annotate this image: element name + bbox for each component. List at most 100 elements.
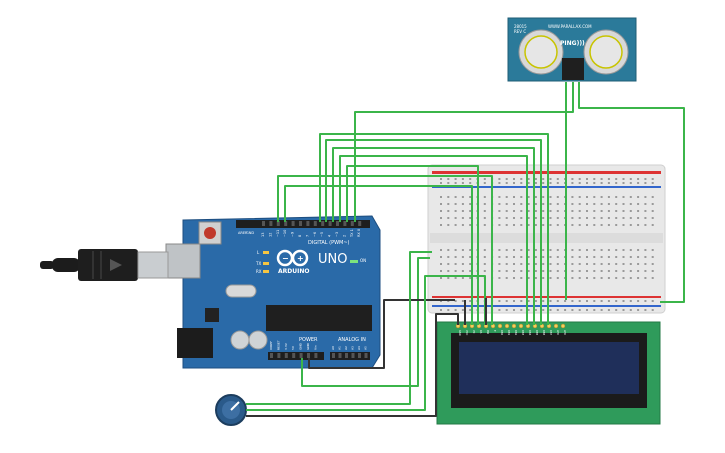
sensor-name: PING))) bbox=[560, 40, 585, 47]
gnd-label: GND bbox=[246, 231, 254, 235]
usb-chip bbox=[205, 308, 219, 322]
wire-sensor-vcc bbox=[578, 82, 685, 303]
digital-pin-label: 13 bbox=[261, 233, 265, 237]
power-pin[interactable] bbox=[314, 353, 318, 358]
lcd-pin[interactable] bbox=[504, 323, 510, 329]
digital-pin[interactable] bbox=[262, 221, 265, 226]
digital-pin[interactable] bbox=[276, 221, 280, 226]
analog-pin[interactable] bbox=[364, 353, 368, 358]
lcd-pin-label: DB1 bbox=[507, 330, 511, 336]
digital-pin[interactable] bbox=[358, 221, 362, 226]
lcd-pin-label: LED bbox=[556, 330, 560, 335]
power-jack bbox=[177, 328, 213, 358]
digital-pin[interactable] bbox=[328, 221, 332, 226]
lcd-pin-label: RS bbox=[479, 330, 483, 334]
analog-pin-label: A0 bbox=[331, 346, 335, 350]
digital-pin[interactable] bbox=[350, 221, 354, 226]
digital-pin[interactable] bbox=[306, 221, 310, 226]
lcd-pin-label: DB2 bbox=[514, 330, 518, 336]
lcd-pin[interactable] bbox=[560, 323, 566, 329]
lcd-pin-label: RW bbox=[486, 330, 490, 335]
lcd-pin-label: DB3 bbox=[521, 330, 525, 336]
analog-pin[interactable] bbox=[332, 353, 335, 358]
lcd-pin[interactable] bbox=[518, 323, 524, 329]
digital-pin-label: ~11 bbox=[276, 230, 280, 237]
digital-pin-label: 12 bbox=[268, 233, 272, 237]
power-pin-label: 3.3V bbox=[284, 342, 288, 350]
power-pin[interactable] bbox=[299, 353, 303, 358]
digital-header bbox=[236, 220, 370, 228]
digital-pin[interactable] bbox=[336, 221, 339, 226]
tx-label: TX bbox=[255, 261, 261, 266]
analog-label: ANALOG IN bbox=[338, 337, 366, 343]
analog-pin[interactable] bbox=[345, 353, 348, 358]
power-pin[interactable] bbox=[277, 353, 281, 358]
wires bbox=[246, 82, 685, 417]
wire-pot-gnd bbox=[246, 313, 459, 417]
digital-pin[interactable] bbox=[321, 221, 325, 226]
digital-pin-label: TX 1 bbox=[350, 229, 354, 238]
reset-button-cap[interactable] bbox=[204, 227, 216, 239]
power-pin-label: IOREF bbox=[269, 341, 273, 350]
breadboard bbox=[427, 164, 666, 314]
power-label: POWER bbox=[299, 337, 318, 343]
digital-pin[interactable] bbox=[313, 221, 317, 226]
usb-cable-icon bbox=[40, 249, 169, 281]
analog-pin-label: A5 bbox=[364, 346, 368, 350]
lcd-pin[interactable] bbox=[497, 323, 503, 329]
analog-pin[interactable] bbox=[358, 353, 361, 358]
power-pin[interactable] bbox=[292, 353, 296, 358]
lcd-pin[interactable] bbox=[511, 323, 517, 329]
analog-pin[interactable] bbox=[338, 353, 342, 358]
arduino-logo-icon: − + bbox=[276, 249, 309, 267]
wire-d3 bbox=[346, 165, 479, 325]
lcd-pin-label: V0 bbox=[472, 330, 476, 334]
analog-header bbox=[330, 352, 370, 360]
digital-pin[interactable] bbox=[299, 221, 302, 226]
capacitor-2 bbox=[248, 330, 268, 350]
analog-pin[interactable] bbox=[351, 353, 355, 358]
power-pin-label: GND bbox=[306, 342, 310, 350]
wire-pot-vcc bbox=[246, 251, 432, 405]
lcd-pin-label: DB6 bbox=[542, 330, 546, 336]
power-pin[interactable] bbox=[270, 353, 273, 358]
digital-pin-label: ~3 bbox=[335, 232, 339, 237]
ping-sensor: 28015 REV C WWW.PARALLAX.COM PING))) bbox=[507, 17, 637, 82]
led-on bbox=[350, 260, 358, 263]
digital-pin-label: ~10 bbox=[283, 230, 287, 237]
aref-label: AREF bbox=[238, 231, 247, 235]
wire-d4 bbox=[339, 155, 528, 325]
wire-gnd bbox=[308, 299, 455, 369]
potentiometer-icon[interactable] bbox=[215, 394, 247, 426]
digital-label: DIGITAL (PWM~) bbox=[308, 240, 350, 246]
digital-pin-label: ~6 bbox=[313, 232, 317, 237]
sensor-site: WWW.PARALLAX.COM bbox=[548, 24, 592, 29]
digital-pin[interactable] bbox=[284, 221, 288, 226]
lcd-pin[interactable] bbox=[553, 323, 559, 329]
lcd-pin-label: DB5 bbox=[535, 330, 539, 336]
digital-pin[interactable] bbox=[269, 221, 273, 226]
arduino-brand: ARDUINO bbox=[278, 268, 309, 275]
digital-pin-label: 4 bbox=[328, 234, 332, 237]
digital-pin[interactable] bbox=[343, 221, 347, 226]
digital-pin-label: 7 bbox=[305, 235, 309, 237]
power-pin[interactable] bbox=[284, 353, 288, 358]
wire-d7 bbox=[319, 133, 549, 325]
power-pin[interactable] bbox=[307, 353, 310, 358]
svg-text:−: − bbox=[282, 254, 289, 263]
digital-pin-label: 2 bbox=[342, 235, 346, 237]
rx-label: RX bbox=[256, 269, 262, 274]
sensor-rev: REV C bbox=[514, 29, 526, 34]
digital-pin[interactable] bbox=[291, 221, 295, 226]
l-label: L bbox=[257, 250, 260, 255]
digital-pin-label: ~5 bbox=[320, 232, 324, 237]
analog-pin-label: A4 bbox=[357, 346, 361, 350]
lcd-pin-label: DB7 bbox=[549, 330, 553, 336]
wire-d11 bbox=[284, 185, 473, 325]
led-rx bbox=[263, 270, 269, 273]
digital-pin-label: ~9 bbox=[291, 232, 295, 237]
